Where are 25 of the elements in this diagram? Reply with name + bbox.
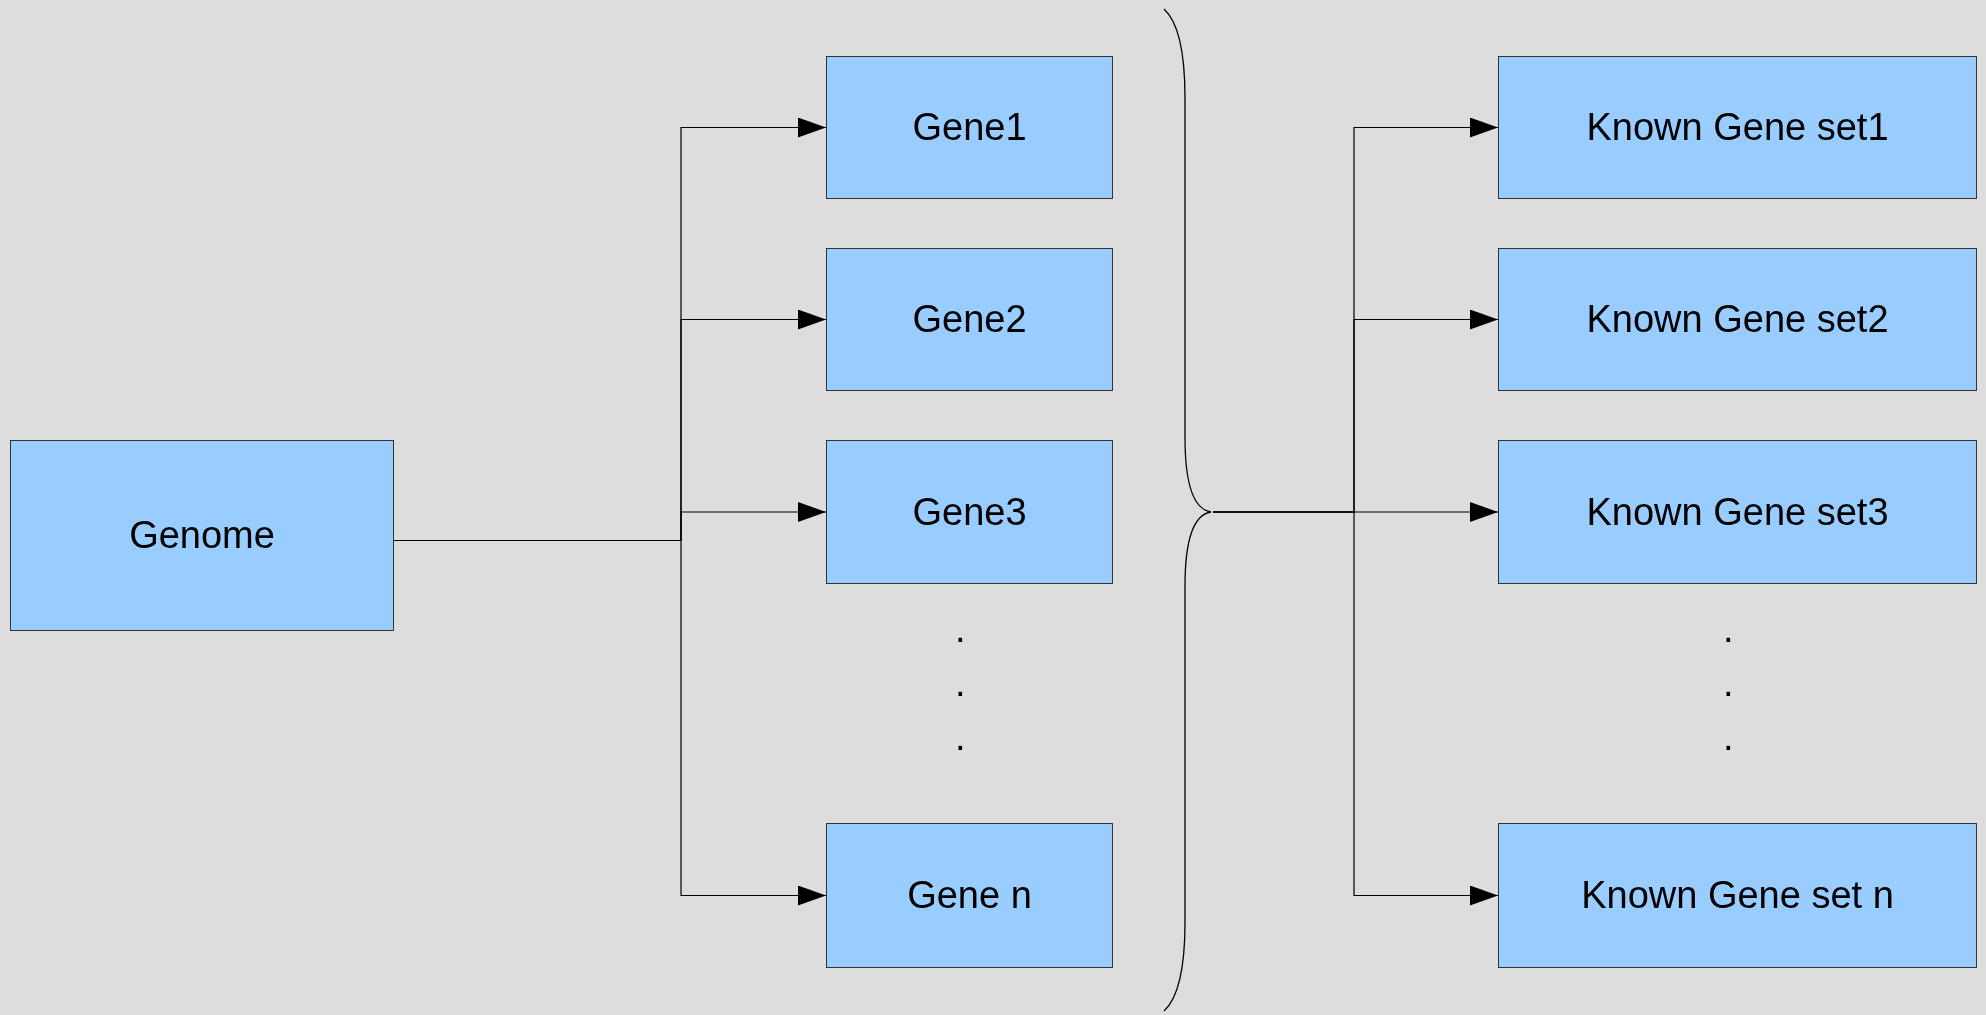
box-label: Genome xyxy=(129,514,275,557)
process-box xyxy=(826,823,1113,968)
ellipsis-dot: . xyxy=(955,610,966,648)
box-label: Known Gene set2 xyxy=(1586,298,1889,341)
ellipsis-dot: . xyxy=(955,664,966,702)
process-box xyxy=(1498,440,1977,584)
process-box xyxy=(1498,248,1977,391)
box-label: Gene2 xyxy=(912,298,1027,341)
process-box xyxy=(826,248,1113,391)
ellipsis-dot: . xyxy=(1723,610,1734,648)
ellipsis-dot: . xyxy=(955,718,966,756)
ellipsis-dot: . xyxy=(1723,664,1734,702)
box-label: Gene1 xyxy=(912,106,1027,149)
arrow xyxy=(1212,511,1499,906)
box-label: Gene3 xyxy=(912,490,1027,534)
process-box xyxy=(1498,823,1977,968)
box-label: Gene n xyxy=(907,874,1032,917)
box-label: Known Gene set n xyxy=(1581,874,1894,917)
box-label: Known Gene set1 xyxy=(1586,106,1889,149)
process-box xyxy=(826,440,1113,584)
process-box xyxy=(826,56,1113,199)
process-box xyxy=(10,440,394,631)
process-box xyxy=(1498,56,1977,199)
ellipsis-dot: . xyxy=(1723,718,1734,756)
box-label: Known Gene set3 xyxy=(1586,490,1889,534)
